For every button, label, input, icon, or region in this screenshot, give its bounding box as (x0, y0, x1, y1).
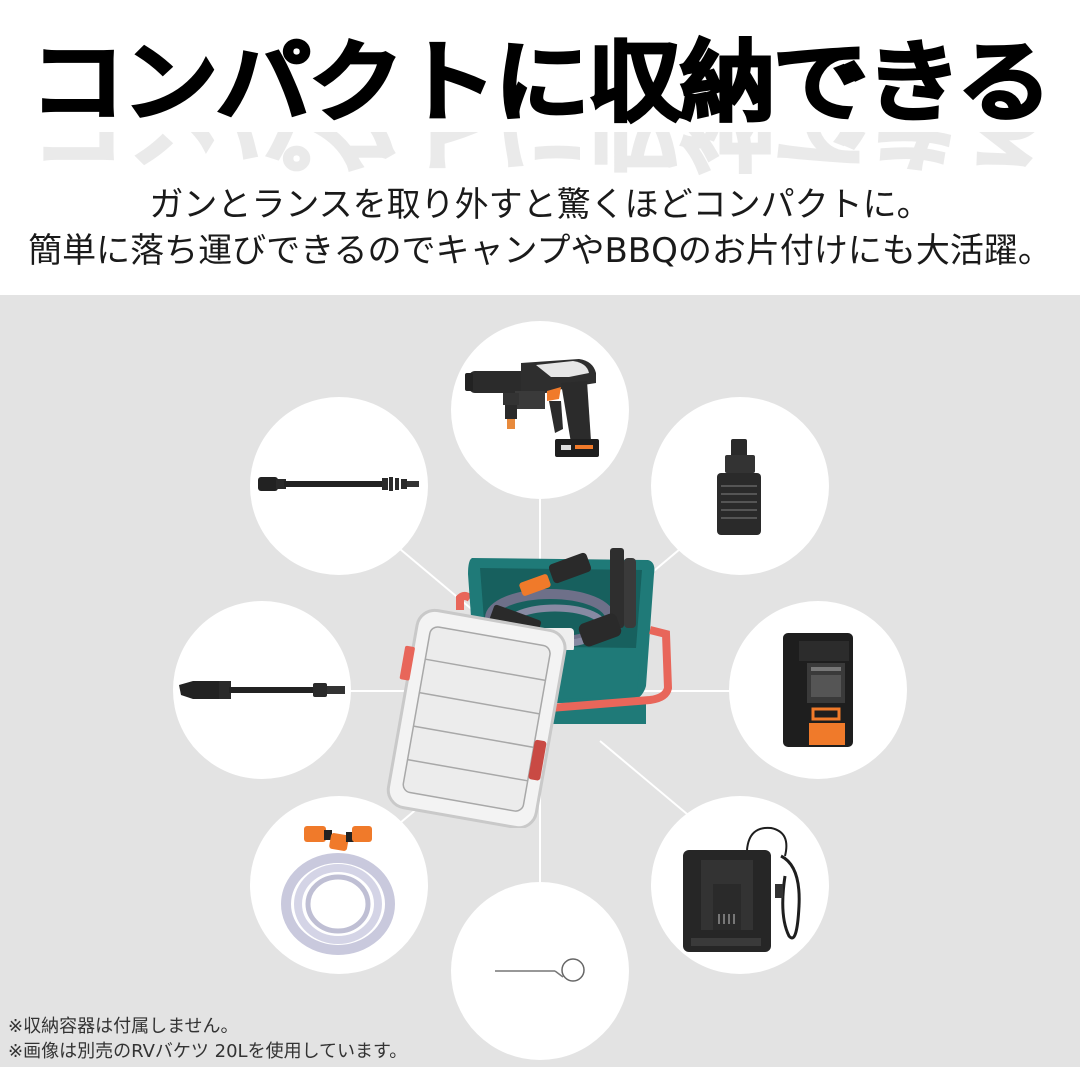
item-circle-cleaning-pin (451, 882, 629, 1060)
item-circle-lance (250, 397, 428, 575)
subtitle-line-1: ガンとランスを取り外すと驚くほどコンパクトに。 (149, 185, 931, 225)
spray-gun-icon (465, 359, 599, 457)
charger-icon (683, 826, 801, 952)
storage-bucket (380, 538, 680, 828)
battery-icon (783, 633, 853, 747)
cleaning-pin-icon (495, 958, 585, 982)
item-circle-nozzle (173, 601, 351, 779)
nozzle-icon (179, 681, 345, 699)
page-title: コンパクトに収納できる (28, 30, 1053, 136)
item-circle-adapter (651, 397, 829, 575)
subtitle-line-2: 簡単に落ち運びできるのでキャンプやBBQのお片付けにも大活躍。 (28, 231, 1052, 271)
hose-adapter-icon (717, 439, 761, 535)
item-circle-charger (651, 796, 829, 974)
note-sold-separately: ※画像は別売のRVバケツ 20Lを使用しています。 (8, 1041, 408, 1062)
title-reflection: コンパクトに収納できる (0, 132, 1080, 182)
item-circle-battery (729, 601, 907, 779)
header: コンパクトに収納できる コンパクトに収納できる ガンとランスを取り外すと驚くほど… (0, 0, 1080, 295)
storage-bucket-icon (386, 548, 673, 828)
note-container-not-included: ※収納容器は付属しません。 (8, 1016, 239, 1037)
item-circle-gun (451, 321, 629, 499)
item-circle-hose (250, 796, 428, 974)
lance-icon (258, 477, 419, 491)
hose-icon (281, 826, 395, 955)
